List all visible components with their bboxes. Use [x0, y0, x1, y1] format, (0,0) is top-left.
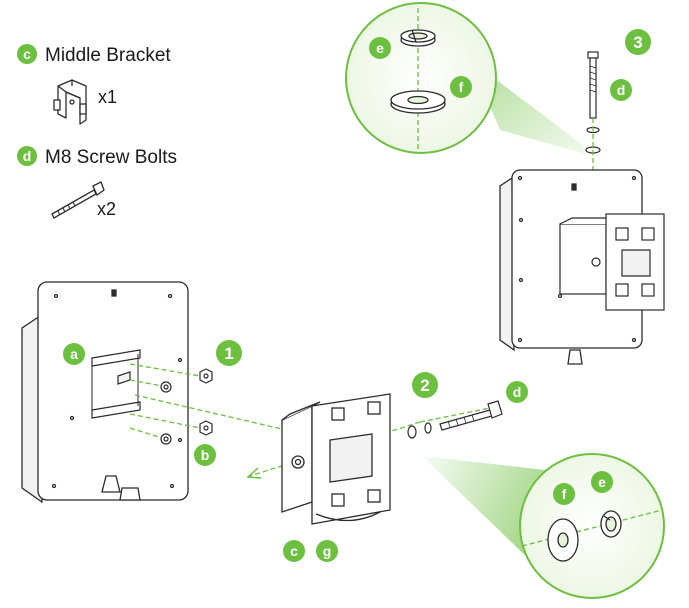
part-letter: d — [23, 148, 32, 164]
magnifier-bottom: f e — [422, 453, 665, 599]
mounted-bracket-icon — [559, 213, 665, 311]
flat-washer-icon — [547, 518, 579, 562]
callout-label-c: c — [290, 543, 298, 559]
part-name: Middle Bracket — [45, 45, 171, 66]
step-badge — [412, 372, 438, 398]
step-badge — [216, 340, 242, 366]
callout-label-e: e — [598, 474, 606, 490]
callout-label-a: a — [70, 346, 78, 362]
callout-badge — [194, 444, 216, 466]
callout-badge — [283, 540, 305, 562]
part-name: M8 Screw Bolts — [45, 147, 177, 168]
flat-washer-icon — [390, 90, 446, 114]
callout-label-f: f — [459, 79, 464, 95]
step-2-assembly: 2 d c g — [134, 372, 528, 562]
part-letter: c — [23, 46, 31, 62]
middle-bracket-icon — [53, 79, 87, 125]
magnifier-circle — [345, 2, 497, 154]
bolt-assembly-icon — [407, 400, 503, 439]
callout-badge — [591, 471, 613, 493]
step-1-assembly: a 1 b — [21, 281, 242, 504]
callout-badge — [610, 79, 632, 101]
step-number-1: 1 — [224, 344, 233, 363]
step-3-assembly: 3 d — [499, 29, 665, 365]
arrow-head-icon — [246, 467, 262, 479]
magnifier-cone — [422, 456, 545, 560]
magnifier-circle — [519, 453, 665, 599]
magnifier-top: e f — [345, 2, 600, 158]
callout-badge — [63, 343, 85, 365]
callout-badge — [316, 540, 338, 562]
callout-label-d: d — [513, 384, 522, 400]
callout-label-d: d — [617, 82, 626, 98]
guide-line — [134, 394, 287, 431]
callout-label-f: f — [562, 486, 567, 502]
guide-line — [419, 405, 501, 423]
guide-lines — [129, 363, 201, 439]
callout-badge — [369, 37, 391, 59]
mounting-rail-icon — [91, 349, 141, 419]
middle-bracket-icon — [281, 393, 391, 525]
spring-washer-icon — [400, 29, 436, 47]
part-letter-badge — [17, 44, 37, 64]
antenna-panel-icon — [21, 281, 189, 504]
part-quantity: x1 — [98, 87, 117, 107]
nut-icon — [160, 368, 213, 445]
callout-label-g: g — [323, 543, 332, 559]
screw-bolt-icon — [51, 181, 105, 219]
part-quantity: x2 — [97, 199, 116, 219]
step-number-2: 2 — [420, 376, 429, 395]
parts-list: c Middle Bracket x1 d M8 Screw Bolts — [17, 44, 177, 219]
part-letter-badge — [17, 146, 37, 166]
step-badge — [625, 29, 651, 55]
part-middle-bracket: c Middle Bracket x1 — [17, 44, 171, 125]
spring-washer-icon — [600, 510, 622, 538]
callout-label-b: b — [201, 447, 210, 463]
callout-badge — [450, 76, 472, 98]
axis-line — [521, 509, 663, 547]
callout-badge — [506, 381, 528, 403]
callout-label-e: e — [376, 40, 384, 56]
callout-badge — [553, 483, 575, 505]
magnifier-cone — [470, 60, 600, 158]
step-number-3: 3 — [633, 33, 642, 52]
part-screw-bolts: d M8 Screw Bolts x2 — [17, 146, 177, 219]
